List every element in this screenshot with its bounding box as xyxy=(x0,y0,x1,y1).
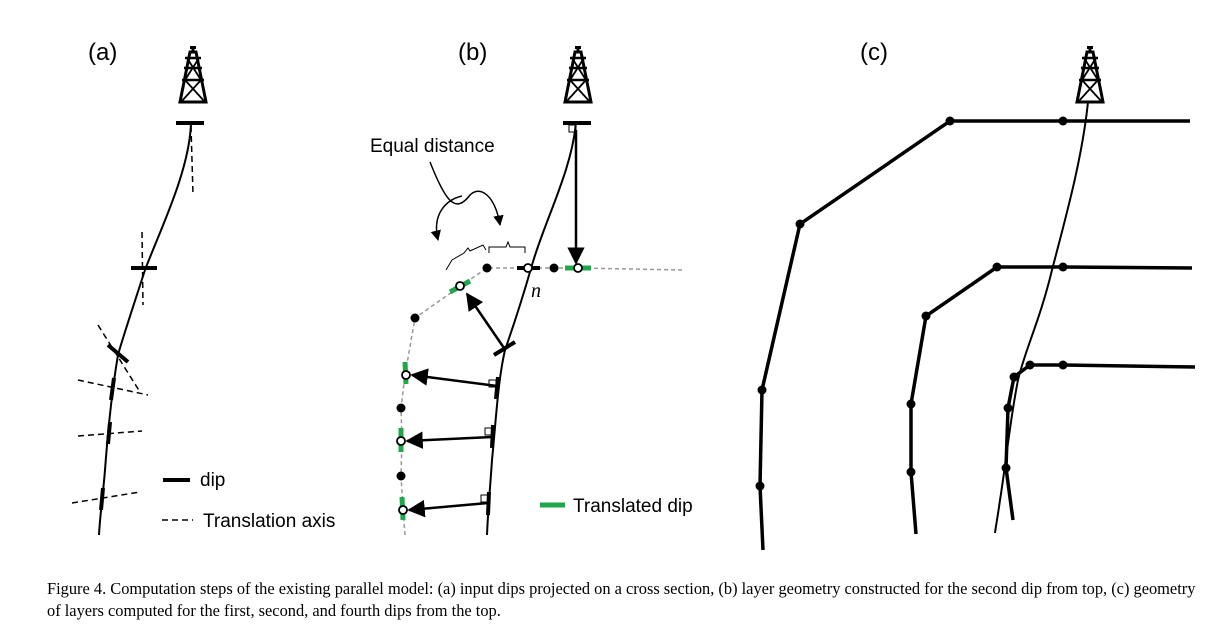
translation-arrow xyxy=(405,431,493,449)
equal-distance-label: Equal distance xyxy=(370,136,495,157)
panel-b: (b) n xyxy=(370,39,693,536)
dip-marker xyxy=(492,340,517,357)
well-trajectory xyxy=(98,121,192,536)
panel-b-label: (b) xyxy=(458,39,487,66)
right-angle-mark xyxy=(488,379,497,388)
well-trajectory xyxy=(486,121,577,536)
dip-marker xyxy=(106,343,130,364)
dip-marker xyxy=(486,491,491,516)
constructed-layer-line xyxy=(400,267,683,536)
equal-distance-curve xyxy=(430,195,463,242)
figure-caption: Figure 4. Computation steps of the exist… xyxy=(47,579,1196,620)
well-trajectory xyxy=(994,101,1089,534)
figure: (a) dip Translation axis (b) xyxy=(71,39,1196,551)
legend-axis-label: Translation axis xyxy=(203,511,335,532)
right-angle-mark xyxy=(568,124,577,133)
legend-dip-label: dip xyxy=(200,470,225,491)
translation-arrow xyxy=(410,368,498,388)
equal-distance-curve xyxy=(429,161,504,227)
translation-arrow xyxy=(407,499,489,518)
drilling-rig-icon xyxy=(1075,44,1105,104)
layer-3-line xyxy=(1004,363,1196,521)
panel-a: (a) dip Translation axis xyxy=(71,39,335,536)
right-angle-mark xyxy=(484,427,493,436)
layer-points xyxy=(755,116,1068,491)
dip-marker xyxy=(99,487,105,511)
layer-1-line xyxy=(758,119,1190,551)
dip-marker xyxy=(494,376,500,400)
n-label: n xyxy=(531,280,541,302)
translation-arrow xyxy=(465,292,506,349)
legend-translated-label: Translated dip xyxy=(573,496,693,517)
translated-points xyxy=(396,263,583,515)
panel-c-label: (c) xyxy=(860,39,888,66)
right-angle-mark xyxy=(480,494,489,503)
panel-c: (c) xyxy=(755,39,1196,551)
drilling-rig-icon xyxy=(178,44,208,104)
translation-axes xyxy=(71,125,194,504)
drilling-rig-icon xyxy=(563,44,593,104)
dip-marker xyxy=(109,377,116,401)
distance-bracket xyxy=(488,240,526,253)
dip-marker xyxy=(490,424,495,449)
layer-points xyxy=(396,263,559,481)
panel-a-label: (a) xyxy=(88,39,117,66)
layer-2-line xyxy=(909,265,1193,535)
distance-bracket xyxy=(445,244,487,271)
